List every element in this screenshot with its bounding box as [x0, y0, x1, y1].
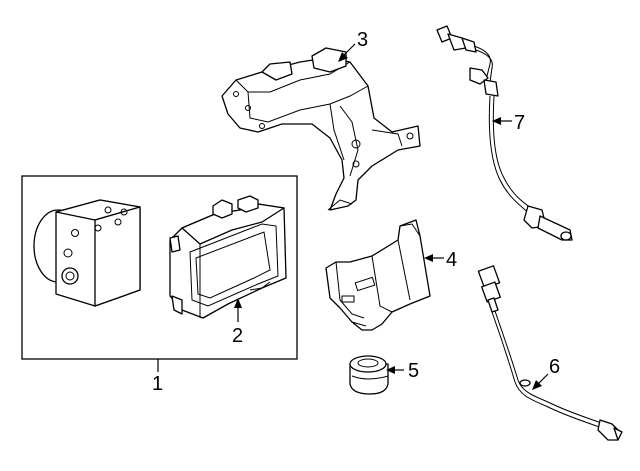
callout-6-arrow — [532, 380, 542, 390]
abs-hydraulic-unit[interactable] — [33, 199, 141, 307]
callout-7: 7 — [514, 112, 525, 134]
callout-6: 6 — [549, 356, 560, 378]
callout-2: 2 — [232, 325, 243, 347]
callout-2-arrow — [234, 298, 242, 308]
small-bracket[interactable] — [325, 219, 431, 331]
callout-3-arrow — [338, 52, 348, 62]
callout-3: 3 — [357, 29, 368, 51]
callout-5-arrow — [386, 366, 395, 374]
callout-1: 1 — [152, 373, 163, 395]
wheel-speed-sensor-rear[interactable] — [477, 265, 623, 441]
callout-4-arrow — [424, 254, 433, 262]
callout-5: 5 — [408, 360, 419, 382]
callout-3-leader — [342, 43, 356, 57]
wheel-speed-sensor-front[interactable] — [436, 25, 573, 241]
callout-4: 4 — [446, 249, 457, 271]
callout-6-leader — [537, 373, 549, 385]
module-mounting-bracket[interactable] — [221, 47, 421, 211]
callout-7-arrow — [492, 117, 501, 125]
abs-control-module[interactable] — [169, 195, 287, 319]
grommet[interactable] — [349, 355, 389, 395]
abs-assembly-frame — [21, 175, 298, 360]
